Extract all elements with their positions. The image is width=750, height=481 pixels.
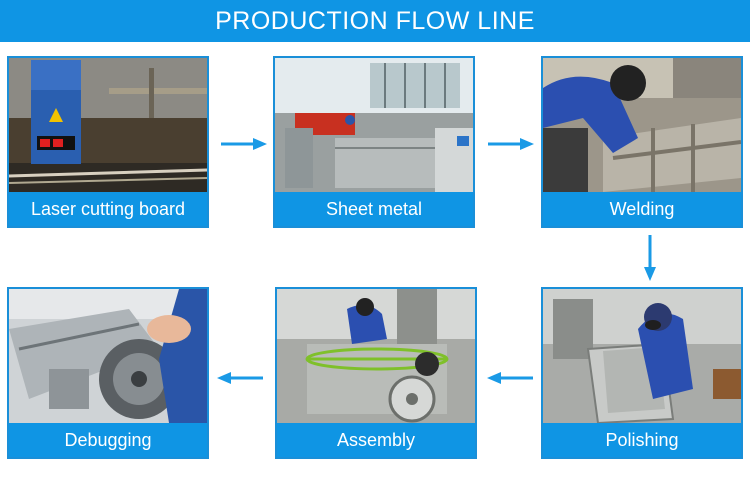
polishing-photo — [543, 289, 741, 423]
arrow-left-icon — [217, 371, 263, 385]
arrow-left-icon — [487, 371, 533, 385]
step-card-polishing: Polishing — [541, 287, 743, 459]
step-label-debugging: Debugging — [9, 423, 207, 457]
arrow-right-icon — [488, 137, 534, 151]
step-label-laser-cutting: Laser cutting board — [9, 192, 207, 226]
arrow-right-icon — [221, 137, 267, 151]
step-label-assembly: Assembly — [277, 423, 475, 457]
arrow-down-icon — [643, 235, 657, 281]
debugging-photo — [9, 289, 207, 423]
step-card-debugging: Debugging — [7, 287, 209, 459]
sheet-metal-photo — [275, 58, 473, 192]
page-title: PRODUCTION FLOW LINE — [0, 0, 750, 42]
laser-cutting-photo — [9, 58, 207, 192]
step-label-welding: Welding — [543, 192, 741, 226]
step-label-polishing: Polishing — [543, 423, 741, 457]
step-card-welding: Welding — [541, 56, 743, 228]
step-card-laser-cutting: Laser cutting board — [7, 56, 209, 228]
step-label-sheet-metal: Sheet metal — [275, 192, 473, 226]
welding-photo — [543, 58, 741, 192]
assembly-photo — [277, 289, 475, 423]
step-card-sheet-metal: Sheet metal — [273, 56, 475, 228]
step-card-assembly: Assembly — [275, 287, 477, 459]
